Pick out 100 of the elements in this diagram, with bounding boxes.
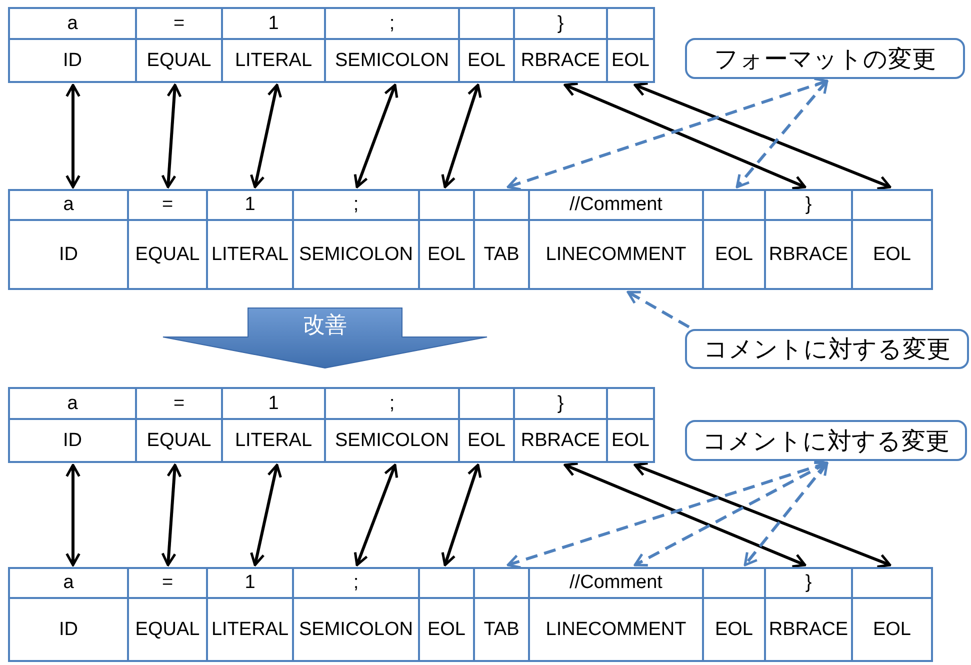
token-type-label: EOL bbox=[427, 244, 466, 266]
token-type-label: ID bbox=[63, 430, 82, 452]
callout-box bbox=[685, 38, 965, 79]
token-type-label: ID bbox=[63, 50, 82, 72]
arrow bbox=[66, 84, 80, 188]
token-text: //Comment bbox=[570, 194, 662, 216]
table-column bbox=[851, 189, 933, 290]
table-column bbox=[8, 189, 129, 290]
table-column bbox=[8, 567, 129, 662]
token-type-label: SEMICOLON bbox=[334, 50, 450, 72]
token-text: = bbox=[173, 12, 185, 34]
token-type-label: EOL bbox=[467, 50, 506, 72]
table-column bbox=[135, 7, 223, 83]
token-text: 1 bbox=[244, 194, 256, 216]
token-type-label: EOL bbox=[611, 430, 650, 452]
token-type-label: EOL bbox=[427, 618, 466, 640]
token-type-label: EOL bbox=[714, 244, 754, 266]
token-type-label: LITERAL bbox=[211, 618, 289, 640]
token-type-label: EQUAL bbox=[135, 618, 200, 640]
block-arrow bbox=[162, 307, 488, 369]
token-text: 1 bbox=[268, 12, 279, 34]
table-column bbox=[221, 7, 326, 83]
token-type-label: TAB bbox=[484, 618, 520, 640]
table-column bbox=[473, 567, 530, 662]
token-text: a bbox=[67, 392, 78, 414]
callout-text: フォーマットの変更 bbox=[714, 44, 936, 74]
token-type-label: EOL bbox=[872, 244, 912, 266]
table-column bbox=[206, 189, 294, 290]
token-type-label: TAB bbox=[484, 244, 520, 266]
arrow bbox=[441, 84, 482, 188]
token-type-label: LITERAL bbox=[234, 430, 312, 452]
token-text: } bbox=[805, 194, 812, 216]
table-column bbox=[221, 387, 326, 463]
token-type-label: EQUAL bbox=[135, 244, 200, 266]
token-text: ; bbox=[389, 12, 395, 34]
table-column bbox=[135, 387, 223, 463]
table-column bbox=[458, 7, 515, 83]
token-type-label: LINECOMMENT bbox=[546, 244, 686, 266]
table-column bbox=[127, 567, 208, 662]
arrow bbox=[250, 84, 282, 188]
table-column bbox=[324, 387, 460, 463]
arrow bbox=[354, 84, 398, 188]
table-column bbox=[528, 189, 704, 290]
callout-box bbox=[685, 329, 969, 369]
arrow bbox=[564, 462, 806, 568]
arrow bbox=[634, 462, 828, 566]
token-type-label: RBRACE bbox=[768, 618, 848, 640]
table-column bbox=[528, 567, 704, 662]
token-text: a bbox=[63, 194, 74, 216]
arrow bbox=[634, 82, 892, 190]
token-text: = bbox=[162, 572, 174, 594]
token-type-label: LINECOMMENT bbox=[546, 618, 686, 640]
table-column bbox=[606, 387, 655, 463]
token-text: = bbox=[173, 392, 185, 414]
token-type-label: EOL bbox=[872, 618, 912, 640]
token-text: a bbox=[63, 572, 74, 594]
token-text: } bbox=[805, 572, 812, 594]
token-text: } bbox=[557, 12, 564, 34]
arrow bbox=[626, 290, 690, 328]
token-type-label: ID bbox=[59, 618, 78, 640]
arrow bbox=[354, 464, 398, 566]
token-text: ; bbox=[353, 572, 359, 594]
token-type-label: RBRACE bbox=[520, 430, 600, 452]
table-column bbox=[513, 7, 608, 83]
table-column bbox=[206, 567, 294, 662]
table-column bbox=[606, 7, 655, 83]
arrow bbox=[161, 464, 182, 566]
table-column bbox=[8, 7, 137, 83]
arrow bbox=[250, 464, 282, 566]
arrow bbox=[161, 84, 182, 188]
table-column bbox=[418, 189, 475, 290]
arrow bbox=[634, 462, 892, 568]
token-type-label: LITERAL bbox=[211, 244, 289, 266]
arrow bbox=[744, 462, 828, 566]
token-text: } bbox=[557, 392, 564, 414]
arrow bbox=[506, 77, 828, 191]
token-type-label: EOL bbox=[714, 618, 754, 640]
token-text: //Comment bbox=[570, 572, 662, 594]
table-column bbox=[473, 189, 530, 290]
token-type-label: EOL bbox=[611, 50, 650, 72]
callout-text: コメントに対する変更 bbox=[702, 426, 950, 456]
token-text: 1 bbox=[244, 572, 256, 594]
arrow-label: 改善 bbox=[302, 311, 348, 339]
table-column bbox=[702, 189, 766, 290]
table-column bbox=[458, 387, 515, 463]
token-type-label: SEMICOLON bbox=[334, 430, 450, 452]
table-column bbox=[702, 567, 766, 662]
table-column bbox=[8, 387, 137, 463]
table-column bbox=[418, 567, 475, 662]
token-type-label: RBRACE bbox=[520, 50, 600, 72]
token-text: = bbox=[162, 194, 174, 216]
token-type-label: EQUAL bbox=[146, 430, 212, 452]
callout-box bbox=[685, 420, 967, 461]
token-type-label: SEMICOLON bbox=[298, 244, 414, 266]
token-text: ; bbox=[389, 392, 395, 414]
token-text: 1 bbox=[268, 392, 279, 414]
token-text: a bbox=[67, 12, 78, 34]
token-type-label: EOL bbox=[467, 430, 506, 452]
table-column bbox=[851, 567, 933, 662]
token-type-label: EQUAL bbox=[146, 50, 212, 72]
